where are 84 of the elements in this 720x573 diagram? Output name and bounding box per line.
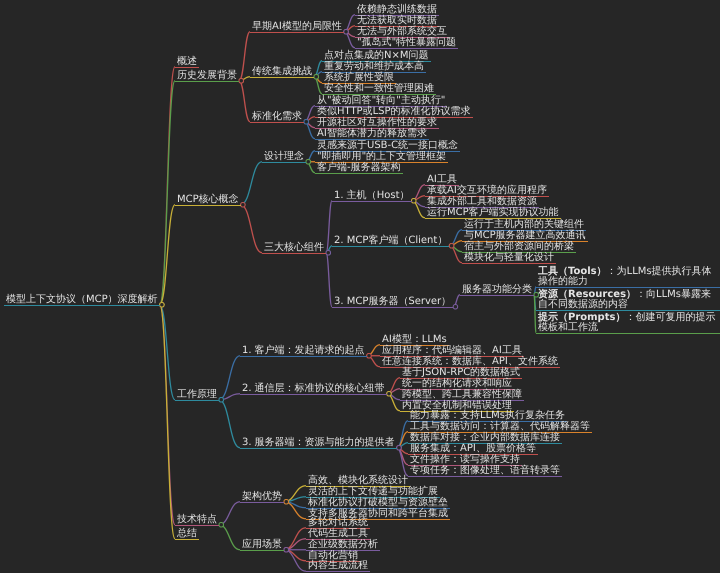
branch-topic: 早期AI模型的局限性 [250,22,344,32]
branch-connector [366,353,380,368]
leaf-topic: 统一的结构化请求和响应 [400,378,514,390]
branch-connector [283,547,306,572]
branch-topic: 传统集成挑战 [250,66,314,78]
leaf-topic: 类似HTTP或LSP的标准化协议需求 [315,106,473,118]
leaf-topic: 系统扩展性受限 [322,72,396,84]
leaf-topic: 资源（Resources）：向LLMs暴露来自不同数据源的内容 [536,290,720,310]
leaf-topic: 客户端-服务器架构 [315,162,403,174]
branch-connector [303,120,316,140]
leaf-topic: 无法与外部系统交互 [355,26,449,38]
leaf-topic: 基于JSON-RPC的数据格式 [400,368,522,378]
leaf-topic: 高效、模块化系统设计 [306,476,410,486]
leaf-topic: 代码生成工具 [306,528,370,540]
leaf-topic: 宿主与外部资源间的桥梁 [462,242,576,252]
branch-topic: 2. 通信层：标准协议的核心纽带 [240,384,387,394]
branch-topic: 3. MCP服务器（Server） [332,296,454,308]
branch-topic: 1. 客户端：发起请求的起点 [240,346,367,356]
root-topic: 模型上下文协议（MCP）深度解析 [4,294,160,306]
branch-topic: 三大核心组件 [262,242,326,254]
leaf-topic: "即插即用"的上下文管理框架 [315,152,448,162]
leaf-topic: 任意连接系统：数据库、API、文件系统 [380,356,560,368]
leaf-topic: 与MCP服务器建立高效通讯 [462,230,588,242]
leaf-topic: AI工具 [425,174,459,186]
branch-topic: 3. 服务器端：资源与能力的提供者 [240,438,397,448]
branch-connector [324,252,333,308]
branch-topic: 服务器功能分类 [460,284,534,296]
leaf-topic: 提示（Prompts）：创建可复用的提示模板和工作流 [536,312,720,334]
branch-topic: 应用场景 [240,540,284,550]
branch-connector [240,202,262,254]
branch-topic: 架构优势 [240,492,284,502]
leaf-topic: 集成外部工具和数据资源 [425,196,539,208]
leaf-topic: 概述 [175,56,199,68]
branch-connector [283,499,306,520]
leaf-topic: 运行于主机内部的关键组件 [462,220,586,230]
leaf-topic: 开源社区对互操作性的要求 [315,118,439,128]
branch-connector [452,294,460,309]
leaf-topic: 多轮对话系统 [306,518,370,528]
leaf-topic: 承载AI交互环境的应用程序 [425,186,549,196]
leaf-topic: 标准化协议打破模型与资源壁垒 [306,498,450,508]
leaf-topic: 运行MCP客户端实现协议功能 [425,208,561,218]
leaf-topic: AI模型：LLMs [380,334,449,346]
leaf-topic: 点对点集成的N×M问题 [322,50,430,62]
branch-connector [238,79,250,122]
leaf-topic: 跨模型、跨工具兼容性保障 [400,390,524,400]
branch-connector [218,398,240,448]
leaf-topic: 安全性和一致性管理困难 [322,84,436,94]
leaf-topic: 依赖静态训练数据 [355,4,439,16]
branch-connector [396,446,408,476]
leaf-topic: 灵活的上下文传递与功能扩展 [306,486,440,498]
leaf-topic: 内容生成流程 [306,561,370,572]
leaf-topic: 企业级数据分析 [306,540,380,550]
branch-topic: 2. MCP客户端（Client） [332,236,450,246]
leaf-topic: 数据库对接：企业内部数据库连接 [408,432,562,444]
branch-connector [305,159,316,174]
leaf-topic: 专项任务：图像处理、语音转录等 [408,466,562,476]
branch-connector [313,74,322,94]
branch-connector [448,243,462,264]
leaf-topic: 总结 [175,528,199,540]
branch-connector [218,522,240,550]
branch-topic: 技术特点 [175,514,219,526]
leaf-topic: "孤岛式"特性暴露问题 [355,38,458,48]
branch-connector [386,391,400,412]
branch-topic: 历史发展背景 [175,70,239,82]
leaf-topic: 模块化与轻量化设计 [462,252,556,264]
branch-connector [343,30,356,48]
branch-topic: 1. 主机（Host） [332,190,412,202]
leaf-topic: 工具（Tools）：为LLMs提供执行具体操作的能力 [536,266,720,288]
leaf-topic: 工具与数据访问：计算器、代码解释器等 [408,422,592,432]
branch-topic: MCP核心概念 [175,194,241,206]
leaf-topic: 无法获取实时数据 [355,16,439,26]
branch-topic: 标准化需求 [250,112,304,122]
branch-connector [532,294,538,333]
branch-topic: 工作原理 [175,390,219,400]
branch-topic: 设计理念 [262,152,306,162]
leaf-topic: 重复劳动和维护成本高 [322,62,426,72]
leaf-topic: 能力暴露：支持LLMs执行复杂任务 [408,410,567,422]
branch-connector [410,198,426,218]
leaf-topic: 应用程序：代码编辑器、AI工具 [380,346,524,356]
leaf-topic: 服务集成：API、股票价格等 [408,444,538,454]
leaf-topic: 文件操作：读写操作支持 [408,454,522,466]
leaf-topic: 从"被动回答"转向"主动执行" [315,96,448,106]
leaf-topic: 灵感来源于USB-C统一接口概念 [315,140,460,152]
leaf-topic: AI智能体潜力的释放需求 [315,128,429,140]
